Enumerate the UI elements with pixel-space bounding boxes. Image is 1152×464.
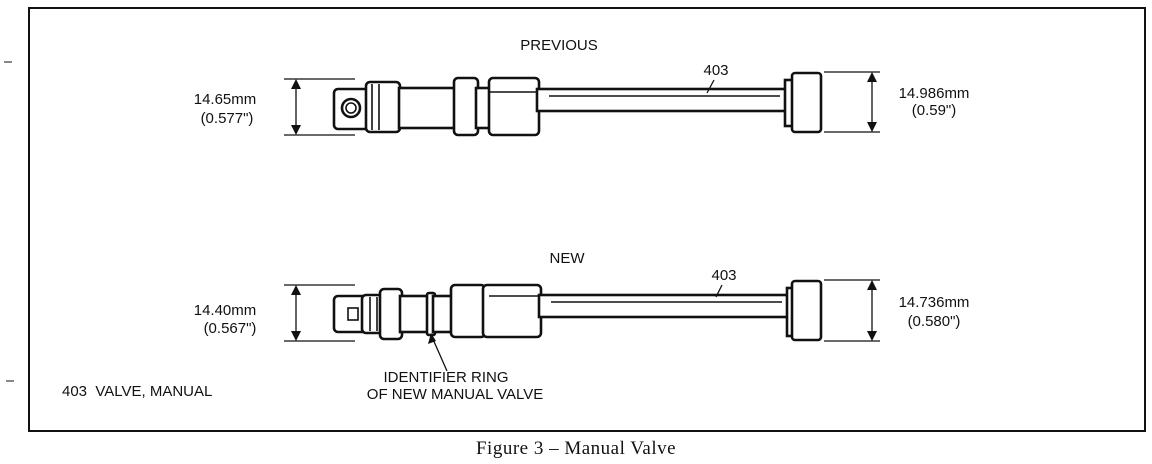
previous-left-dimension: 14.65mm (0.577") — [194, 78, 355, 136]
previous-part-leader — [706, 79, 715, 94]
new-left-dim-metric: 14.40mm — [194, 302, 257, 319]
previous-title: PREVIOUS — [520, 37, 598, 54]
new-title: NEW — [550, 250, 586, 267]
previous-left-dim-metric: 14.65mm — [194, 91, 257, 108]
new-left-dim-imperial: (0.567") — [204, 320, 257, 337]
figure-border — [28, 7, 1146, 432]
identifier-ring-line1: IDENTIFIER RING — [383, 369, 508, 386]
previous-left-dim-imperial: (0.577") — [201, 110, 254, 127]
figure-caption: Figure 3 – Manual Valve — [476, 438, 676, 459]
previous-part-number: 403 — [703, 62, 728, 79]
new-part-number: 403 — [711, 267, 736, 284]
legend-text: 403 VALVE, MANUAL — [62, 383, 212, 400]
previous-right-dim-imperial: (0.59") — [912, 102, 957, 119]
new-valve: NEW 14.40mm (0.567") — [194, 250, 970, 403]
new-right-dim-metric: 14.736mm — [899, 294, 970, 311]
new-valve-body — [332, 279, 823, 342]
previous-right-dimension: 14.986mm (0.59") — [824, 71, 970, 133]
previous-valve: PREVIOUS 14.65mm (0.577") — [194, 37, 970, 137]
new-part-leader — [715, 284, 723, 298]
previous-valve-body — [332, 71, 823, 137]
new-right-dim-imperial: (0.580") — [908, 313, 961, 330]
identifier-ring-line2: OF NEW MANUAL VALVE — [367, 386, 543, 403]
previous-right-dim-metric: 14.986mm — [899, 85, 970, 102]
identifier-ring-callout: IDENTIFIER RING OF NEW MANUAL VALVE — [367, 333, 543, 403]
new-right-dimension: 14.736mm (0.580") — [824, 279, 970, 342]
new-left-dimension: 14.40mm (0.567") — [194, 284, 355, 342]
